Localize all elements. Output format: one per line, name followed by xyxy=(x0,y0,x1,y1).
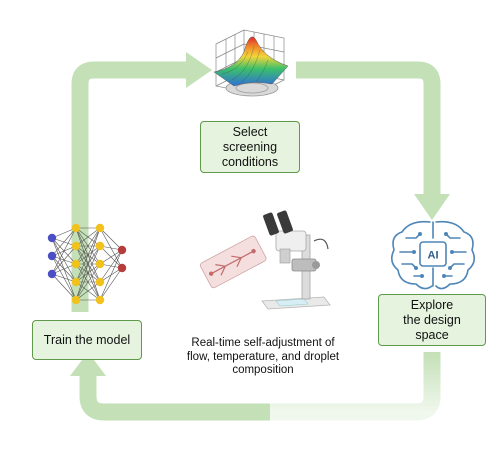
nn-connection xyxy=(51,273,77,301)
nn-connection xyxy=(75,227,101,265)
nn-connection xyxy=(99,267,123,301)
surface-plot-icon xyxy=(213,29,289,97)
select-line-1: Select xyxy=(232,124,268,139)
arrow-head-explore xyxy=(414,194,450,220)
nn-connection xyxy=(75,227,101,247)
nn-node xyxy=(71,277,81,287)
nn-node xyxy=(71,295,81,305)
nn-connection xyxy=(75,227,101,283)
nn-connection xyxy=(75,245,101,301)
nn-connection xyxy=(51,227,77,257)
nn-connection xyxy=(75,263,101,301)
select-line-3: conditions xyxy=(221,154,279,169)
explore-design-box: Explore the design space xyxy=(378,294,486,346)
nn-connection xyxy=(75,281,101,301)
nn-connection xyxy=(51,227,77,239)
nn-node xyxy=(95,223,105,233)
train-label: Train the model xyxy=(43,332,131,347)
nn-connection xyxy=(51,263,77,275)
arrow-head-train xyxy=(70,352,106,376)
nn-node xyxy=(117,245,127,255)
explore-line-3: space xyxy=(415,327,449,342)
nn-connection xyxy=(51,273,77,283)
nn-connection xyxy=(75,227,101,301)
nn-connection xyxy=(51,227,77,275)
train-model-box: Train the model xyxy=(32,320,142,360)
nn-node xyxy=(47,251,57,261)
select-line-2: screening xyxy=(222,139,278,154)
explore-line-1: Explore xyxy=(410,297,454,312)
nn-node xyxy=(95,241,105,251)
select-screening-box: Select screening conditions xyxy=(200,121,300,173)
explore-line-2: the design xyxy=(403,312,461,327)
arrow-select-to-explore xyxy=(296,61,441,196)
caption-line-2: flow, temperature, and droplet xyxy=(186,350,340,363)
arrow-train-to-select xyxy=(71,61,188,312)
nn-node xyxy=(117,263,127,273)
arrow-head-select xyxy=(186,52,212,88)
caption-line-1: Real-time self-adjustment of xyxy=(191,337,335,349)
nn-node xyxy=(95,259,105,269)
nn-node xyxy=(47,233,57,243)
nn-node xyxy=(71,259,81,269)
process-caption: Real-time self-adjustment of flow, tempe… xyxy=(180,337,346,378)
neural-network-icon xyxy=(47,223,127,305)
nn-connection xyxy=(99,227,123,251)
nn-node xyxy=(71,223,81,233)
nn-node xyxy=(95,295,105,305)
nn-connection xyxy=(99,249,123,265)
caption-line-3: composition xyxy=(232,364,294,376)
nn-node xyxy=(47,269,57,279)
ai-badge-text: AI xyxy=(428,250,439,262)
nn-node xyxy=(71,241,81,251)
microscope-illustration xyxy=(199,210,331,310)
arrow-explore-to-train-b xyxy=(79,372,270,421)
nn-connection xyxy=(99,249,123,301)
nn-connection xyxy=(99,249,123,283)
arrow-explore-to-train-a xyxy=(260,352,441,421)
nn-node xyxy=(95,277,105,287)
nn-connection xyxy=(51,245,77,275)
ai-brain-icon: AI xyxy=(390,220,476,290)
